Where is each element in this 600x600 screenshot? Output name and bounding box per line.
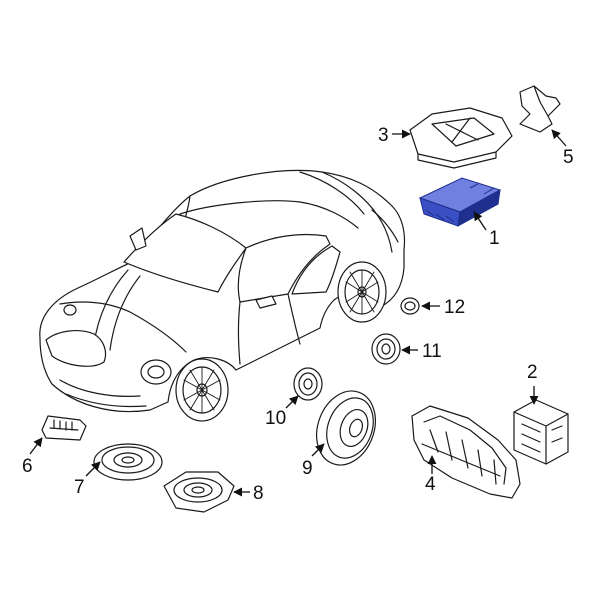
callout-4: 4 <box>425 474 436 495</box>
car-illustration <box>39 169 406 422</box>
part-1-control-module[interactable] <box>418 177 502 227</box>
part-6-module <box>41 415 87 441</box>
leader-9 <box>311 443 325 457</box>
leader-6 <box>29 437 43 455</box>
callout-numbers: 1 2 3 4 5 6 7 8 9 10 11 12 <box>22 125 574 504</box>
part-9-woofer <box>316 390 376 466</box>
part-3-bracket <box>409 107 513 169</box>
leader-7 <box>85 461 101 477</box>
part-8-speaker <box>163 471 235 513</box>
callout-11: 11 <box>422 341 442 362</box>
leader-10 <box>285 395 299 409</box>
callout-10: 10 <box>265 408 286 429</box>
callout-2: 2 <box>527 362 538 383</box>
part-7-speaker <box>93 443 163 481</box>
part-2-amplifier <box>513 399 569 465</box>
part-5-bracket <box>519 85 561 133</box>
callout-1: 1 <box>489 228 500 249</box>
leader-5 <box>551 129 567 147</box>
callout-12: 12 <box>444 297 465 318</box>
callout-8: 8 <box>253 483 264 504</box>
callout-7: 7 <box>74 477 85 498</box>
part-12-plug <box>400 297 420 315</box>
callout-9: 9 <box>302 458 313 479</box>
callout-6: 6 <box>22 456 33 477</box>
part-11-tweeter <box>371 333 401 365</box>
leader-1 <box>473 211 487 231</box>
part-10-speaker <box>293 367 323 401</box>
callout-3: 3 <box>378 125 389 146</box>
part-4-frame <box>411 405 521 499</box>
callout-5: 5 <box>563 147 574 168</box>
callout-leaders <box>29 129 567 497</box>
